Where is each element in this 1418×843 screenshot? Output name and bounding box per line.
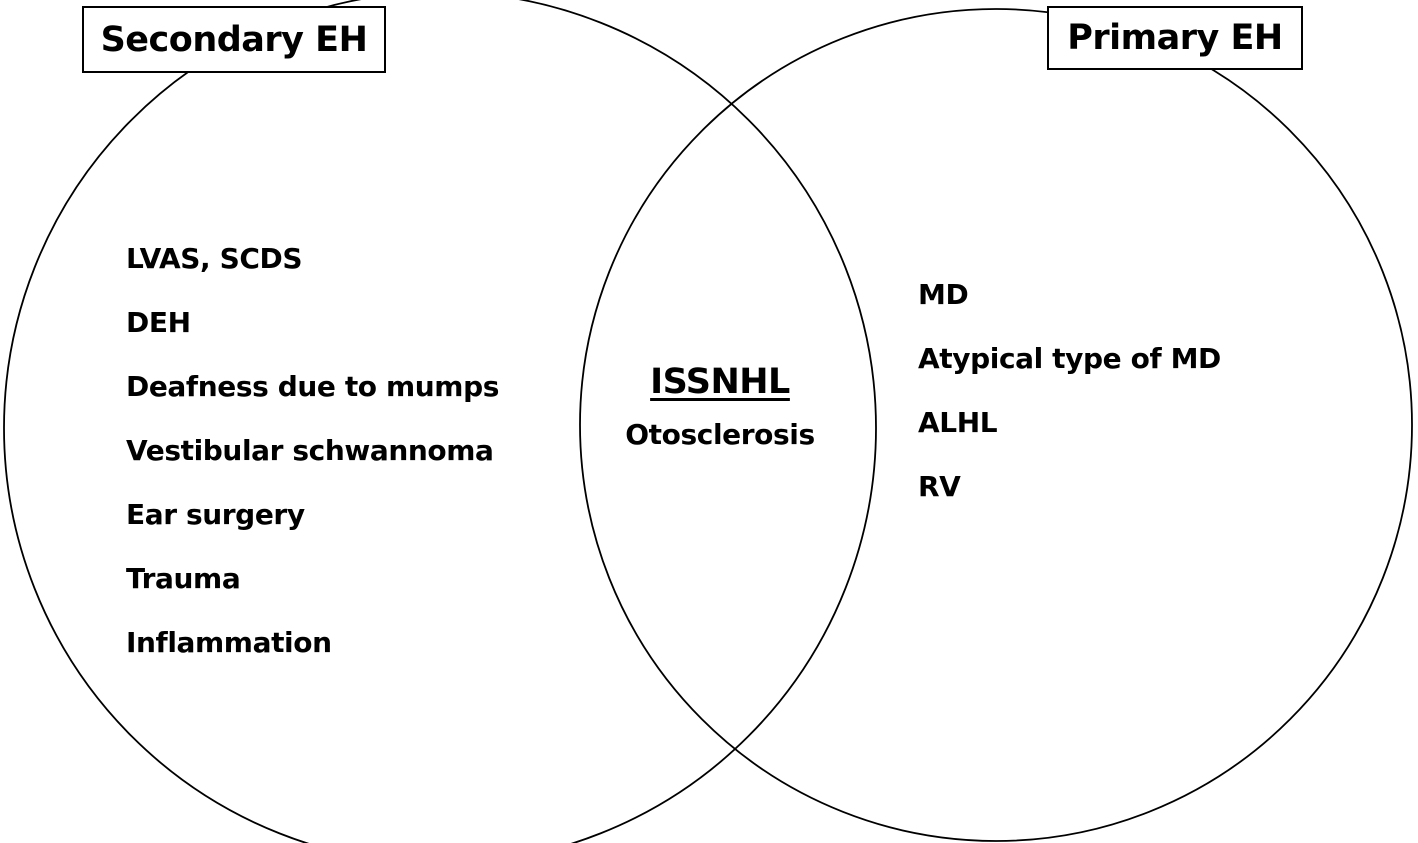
- secondary-eh-item: Inflammation: [126, 626, 332, 659]
- secondary-eh-item: Trauma: [126, 562, 241, 595]
- secondary-eh-item: Deafness due to mumps: [126, 370, 499, 403]
- secondary-eh-item: Vestibular schwannoma: [126, 434, 494, 467]
- primary-eh-item: MD: [918, 278, 969, 311]
- secondary-eh-title-text: Secondary EH: [100, 19, 368, 60]
- primary-eh-item: RV: [918, 470, 961, 503]
- intersection-region: ISSNHL Otosclerosis: [600, 356, 840, 452]
- primary-eh-circle: [579, 8, 1413, 842]
- secondary-eh-item: Ear surgery: [126, 498, 305, 531]
- secondary-eh-item-list: LVAS, SCDS DEH Deafness due to mumps Ves…: [126, 243, 499, 691]
- primary-eh-item-list: MD Atypical type of MD ALHL RV: [918, 279, 1221, 535]
- intersection-secondary-item: Otosclerosis: [625, 418, 815, 451]
- secondary-eh-circle: [3, 0, 877, 843]
- secondary-eh-title: Secondary EH: [82, 6, 386, 73]
- intersection-primary-item: ISSNHL: [650, 362, 790, 402]
- primary-eh-title: Primary EH: [1047, 6, 1303, 70]
- primary-eh-item: ALHL: [918, 406, 998, 439]
- primary-eh-item: Atypical type of MD: [918, 342, 1221, 375]
- secondary-eh-item: DEH: [126, 306, 191, 339]
- secondary-eh-item: LVAS, SCDS: [126, 242, 303, 275]
- primary-eh-title-text: Primary EH: [1067, 18, 1283, 58]
